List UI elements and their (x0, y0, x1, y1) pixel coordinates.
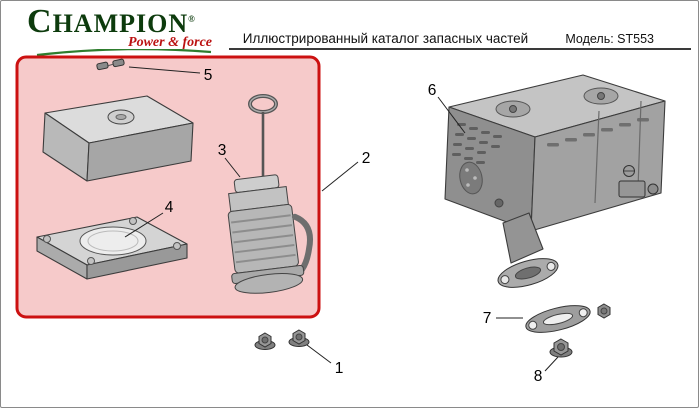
gasket-bolt-hole (528, 320, 538, 330)
callout-1: 1 (306, 344, 344, 377)
plate-corner-boss (43, 235, 51, 243)
gasket-port (542, 312, 574, 326)
clamp-bolt (96, 61, 109, 71)
callout-1-leader (306, 344, 332, 364)
callout-2-label: 2 (362, 150, 371, 167)
muffler-right-face (530, 100, 666, 232)
champion-logo: CHAMPION® Power & force (27, 5, 222, 57)
callout-7-label: 7 (483, 310, 492, 327)
logo-text: CHAMPION (27, 2, 189, 40)
muffler-side-bracket (618, 180, 646, 198)
part-3-filter-element (227, 94, 313, 294)
recess-dot (465, 168, 469, 172)
cover-knob-center (115, 114, 127, 120)
callout-6-leader (437, 96, 466, 134)
callout-4: 4 (124, 199, 174, 238)
callout-3-label: 3 (218, 142, 227, 159)
plate-oval-hole-inner (87, 230, 139, 252)
vent-slots (452, 123, 502, 164)
clamp-part (96, 58, 125, 71)
header-divider (229, 48, 691, 50)
part-1-nuts (254, 329, 310, 350)
muffler-outlet-pipe (502, 212, 544, 264)
callout-5-label: 5 (204, 67, 213, 84)
nut-hole (261, 336, 269, 344)
plate-right-edge (86, 243, 188, 280)
part-8-nut (549, 338, 573, 358)
part-4-base-plate (36, 216, 188, 280)
element-ribs (231, 214, 296, 264)
callout-6: 6 (428, 82, 466, 134)
muffler-screw (647, 183, 659, 195)
callout-2-leader (321, 161, 359, 192)
recess-dot (473, 176, 477, 180)
page-title: Иллюстрированный каталог запасных частей (242, 31, 529, 46)
cover-right-face (86, 122, 194, 182)
callout-4-leader (124, 212, 164, 238)
muffler-seam (594, 110, 600, 204)
nut-hole (557, 343, 565, 351)
callout-4-label: 4 (165, 199, 174, 216)
gasket-bolt-hole (578, 308, 588, 318)
callout-2: 2 (321, 150, 371, 192)
plate-corner-boss (129, 217, 137, 225)
parts-diagram: 5 3 4 2 6 7 8 1 (15, 55, 666, 385)
logo-tagline: Power & force (128, 34, 212, 50)
callout-3-leader (224, 157, 241, 178)
callout-6-label: 6 (428, 82, 437, 99)
muffler-flange (497, 258, 559, 288)
callout-8-label: 8 (534, 368, 543, 385)
callout-5: 5 (128, 66, 213, 84)
nut-hole (295, 333, 303, 341)
part-5-filter-cover (42, 95, 194, 182)
muffler-top-bolt (509, 105, 517, 113)
muffler-top-bolt (597, 92, 605, 100)
registered-mark: ® (188, 14, 195, 24)
flange-bolt-hole (546, 261, 556, 271)
recess-dot (466, 183, 470, 187)
logo-swoosh-icon (36, 48, 212, 56)
muffler-port-hole (494, 198, 504, 208)
muffler-seam (637, 100, 642, 190)
part-7-gasket (525, 303, 611, 333)
callout-5-leader (128, 66, 201, 74)
logo-wordmark: CHAMPION® (27, 5, 222, 38)
callout-3: 3 (218, 142, 241, 178)
callout-8: 8 (534, 356, 559, 385)
gasket-nut-hole (600, 307, 608, 315)
flange-port (514, 266, 542, 280)
callout-8-leader (544, 356, 559, 372)
callout-1-label: 1 (335, 360, 344, 377)
plate-corner-boss (173, 242, 181, 250)
callout-7: 7 (483, 310, 523, 327)
clamp-link (106, 63, 115, 67)
model-label: Модель: ST553 (565, 32, 654, 46)
element-base (234, 273, 304, 294)
flange-bolt-hole (500, 275, 510, 285)
element-body (227, 174, 313, 294)
vent-slots-right (547, 118, 649, 147)
part-6-muffler (444, 74, 666, 288)
plate-corner-boss (87, 257, 95, 265)
